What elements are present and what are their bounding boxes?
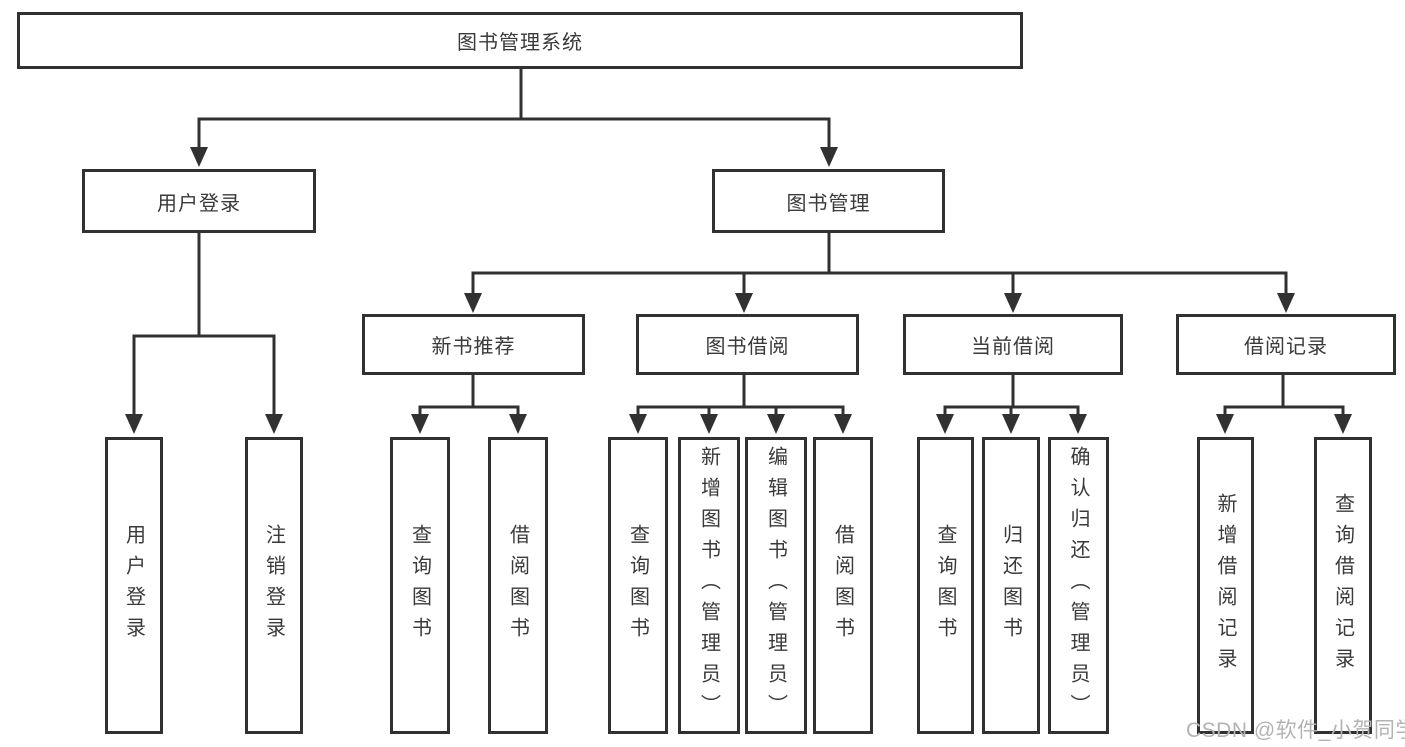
leaf-borrow-edit-book: 编辑图书（管理员） bbox=[745, 437, 807, 734]
arrowhead-icon bbox=[1216, 414, 1234, 434]
arrowhead-icon bbox=[1069, 414, 1087, 434]
leaf-newbooks-query: 查询图书 bbox=[390, 437, 450, 734]
node-borrow-records: 借阅记录 bbox=[1176, 314, 1396, 375]
connector-lines bbox=[132, 66, 1345, 416]
arrowhead-icon bbox=[190, 147, 208, 167]
arrowhead-icon bbox=[265, 414, 283, 434]
leaf-current-return: 归还图书 bbox=[982, 437, 1040, 734]
arrowhead-icon bbox=[125, 414, 143, 434]
arrowhead-icon bbox=[411, 414, 429, 434]
arrowhead-icon bbox=[1002, 414, 1020, 434]
leaf-records-query: 查询借阅记录 bbox=[1314, 437, 1372, 734]
edge-newbooks-to-leaves bbox=[418, 373, 520, 416]
leaf-user-login: 用户登录 bbox=[105, 437, 163, 734]
leaf-records-add: 新增借阅记录 bbox=[1197, 437, 1254, 734]
arrowhead-icon bbox=[464, 293, 482, 313]
node-root: 图书管理系统 bbox=[17, 12, 1023, 69]
edge-root-to-level2 bbox=[197, 66, 831, 150]
leaf-current-query: 查询图书 bbox=[917, 437, 974, 734]
edge-bookborrow-to-leaves bbox=[636, 373, 845, 416]
leaf-borrow-book: 借阅图书 bbox=[813, 437, 873, 734]
edge-currentborrow-to-leaves bbox=[943, 373, 1080, 416]
node-new-book-recommend: 新书推荐 bbox=[362, 314, 585, 375]
arrowhead-icon bbox=[1334, 414, 1352, 434]
arrowhead-icon bbox=[509, 414, 527, 434]
node-book-borrow: 图书借阅 bbox=[636, 314, 859, 375]
arrowhead-icon bbox=[834, 414, 852, 434]
leaf-borrow-query: 查询图书 bbox=[608, 437, 668, 734]
leaf-borrow-add-book: 新增图书（管理员） bbox=[678, 437, 740, 734]
arrowhead-icon bbox=[1277, 293, 1295, 313]
arrowhead-icon bbox=[820, 147, 838, 167]
arrowheads bbox=[125, 147, 1352, 434]
node-user-login: 用户登录 bbox=[82, 169, 316, 233]
node-current-borrow: 当前借阅 bbox=[903, 314, 1123, 375]
leaf-current-confirm-return: 确认归还（管理员） bbox=[1048, 437, 1109, 734]
arrowhead-icon bbox=[629, 414, 647, 434]
arrowhead-icon bbox=[936, 414, 954, 434]
csdn-watermark: CSDN @软件_小贺同学 bbox=[1186, 719, 1405, 742]
leaf-newbooks-borrow: 借阅图书 bbox=[488, 437, 548, 734]
edge-bookmgmt-to-level3 bbox=[471, 231, 1288, 295]
node-book-management: 图书管理 bbox=[712, 169, 945, 233]
edge-userlogin-to-leaves bbox=[132, 231, 276, 415]
arrowhead-icon bbox=[1004, 293, 1022, 313]
leaf-logout: 注销登录 bbox=[245, 437, 303, 734]
arrowhead-icon bbox=[700, 414, 718, 434]
arrowhead-icon bbox=[767, 414, 785, 434]
arrowhead-icon bbox=[735, 293, 753, 313]
edge-records-to-leaves bbox=[1223, 373, 1345, 416]
